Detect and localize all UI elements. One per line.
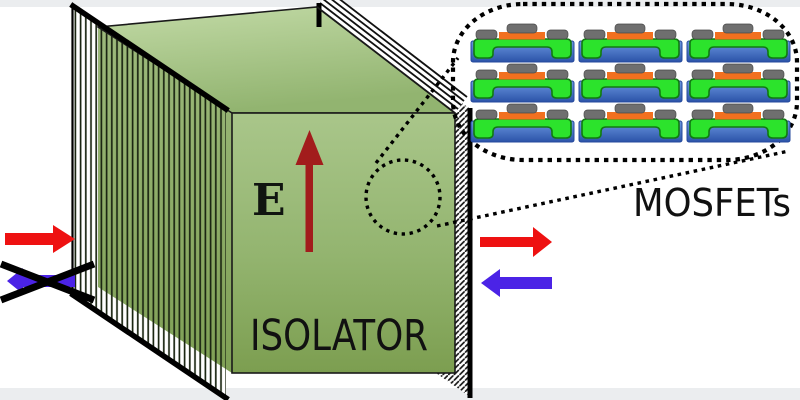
mosfet-cell: [686, 63, 791, 103]
mosfet-cell: [686, 23, 791, 63]
callout-dotted: [364, 1, 800, 236]
box-front-face: [231, 112, 456, 374]
e-field-arrow-icon: [295, 130, 324, 252]
right-reverse-arrow-icon: [481, 269, 552, 297]
blocked-x-icon: [0, 260, 96, 304]
left-forward-arrow-icon: [5, 225, 75, 253]
mosfet-cell: [470, 23, 575, 63]
left-grid-plate: [72, 6, 232, 398]
callout-circle: [364, 158, 442, 236]
mosfets-label: MOSFETs: [633, 181, 791, 225]
mosfet-cell: [686, 103, 791, 143]
mosfet-cell: [470, 103, 575, 143]
mosfet-cell: [578, 63, 683, 103]
callout-tail-upper: [374, 56, 460, 165]
mosfet-cell: [578, 103, 683, 143]
callout-balloon: [450, 1, 800, 163]
right-forward-arrow-icon: [480, 227, 552, 257]
mosfet-cell: [578, 23, 683, 63]
right-plate-top-edge: [316, 0, 468, 114]
callout-tail-lower: [436, 149, 790, 228]
mosfet-cell: [470, 63, 575, 103]
isolator-label: ISOLATOR: [250, 311, 428, 361]
page-bottom-margin: [0, 388, 800, 400]
mosfet-grid: [470, 23, 791, 143]
e-field-label: E: [252, 175, 286, 226]
page-top-margin: [0, 0, 800, 7]
left-plate-edges: [69, 2, 230, 400]
